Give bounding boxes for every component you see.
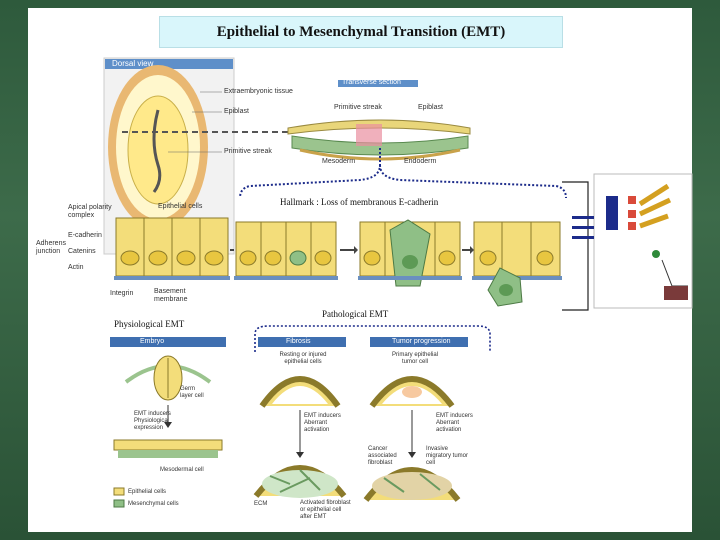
germ-layer-label: Germ layer cell — [180, 386, 204, 399]
hallmark-label: Hallmark : Loss of membranous E-cadherin — [278, 197, 441, 207]
physiological-emt-label: Physiological EMT — [114, 319, 185, 329]
mesoderm-label: Mesoderm — [322, 158, 356, 165]
emt-inducers-2: EMT inducers — [304, 413, 341, 419]
extraembryonic-label: Extraembryonic tissue — [224, 88, 293, 95]
dorsal-view-label: Dorsal view — [112, 59, 154, 68]
catenins-label: Catenins — [68, 248, 96, 255]
embryo-header-bar — [110, 337, 226, 347]
legend-mesenchymal: Mesenchymal cells — [128, 501, 179, 507]
resting-epithelial-label: Resting or injured epithelial cells — [279, 352, 327, 365]
ts-primitive-streak-label: Primitive streak — [334, 104, 382, 111]
pathological-bracket — [254, 325, 491, 352]
pathological-emt-label: Pathological EMT — [322, 309, 389, 319]
aberrant-activation-2: Aberrant activation — [436, 420, 462, 433]
epithelial-cell-rows — [114, 217, 562, 307]
tumor-panel-figures — [363, 376, 461, 502]
basement-membrane-label: Basement membrane — [154, 288, 188, 303]
mesodermal-cell-label: Mesodermal cell — [160, 467, 204, 473]
embryo-header: Embryo — [140, 338, 165, 345]
fibrosis-header: Fibrosis — [286, 338, 311, 345]
legend-epithelial: Epithelial cells — [128, 489, 167, 495]
ts-epiblast-label: Epiblast — [418, 104, 443, 111]
ecm-label: ECM — [254, 501, 268, 507]
activated-fibroblast-label: Activated fibroblast or epithelial cell … — [300, 500, 351, 520]
tumor-header: Tumor progression — [392, 338, 451, 345]
dorsal-view-embryo — [103, 57, 235, 255]
bracket-left — [239, 148, 381, 199]
tumor-header-bar — [370, 337, 468, 347]
epiblast-label: Epiblast — [224, 108, 249, 115]
e-cadherin-label: E-cadherin — [68, 232, 102, 239]
integrin-label: Integrin — [110, 290, 134, 297]
primitive-streak-label: Primitive streak — [224, 148, 272, 155]
fibrosis-panel-figures — [253, 376, 347, 498]
invasive-cell-label: Invasive migratory tumor cell — [426, 446, 469, 466]
bracket-right — [379, 164, 567, 199]
aberrant-activation-1: Aberrant activation — [304, 420, 330, 433]
actin-label: Actin — [68, 264, 84, 271]
fibrosis-header-bar — [258, 337, 346, 347]
embryo-panel-figures — [113, 355, 223, 508]
page-title: Epithelial to Mesenchymal Transition (EM… — [159, 16, 563, 48]
emt-inducers-1: EMT inducers — [134, 411, 171, 417]
primary-tumor-label: Primary epithelial tumor cell — [391, 352, 439, 365]
transverse-section — [287, 80, 471, 161]
transverse-section-label: Transverse section — [342, 79, 401, 86]
adherens-junction-label: Adherens junction — [36, 240, 66, 255]
epithelial-cells-label: Epithelial cells — [158, 203, 203, 210]
signaling-pathway-panel — [562, 173, 693, 311]
apical-polarity-label: Apical polarity complex — [68, 204, 112, 219]
endoderm-label: Endoderm — [404, 158, 437, 165]
cancer-fibroblast-label: Cancer associated fibroblast — [368, 446, 397, 466]
physiological-expression-label: Physiological expression — [134, 418, 170, 431]
emt-inducers-3: EMT inducers — [436, 413, 473, 419]
